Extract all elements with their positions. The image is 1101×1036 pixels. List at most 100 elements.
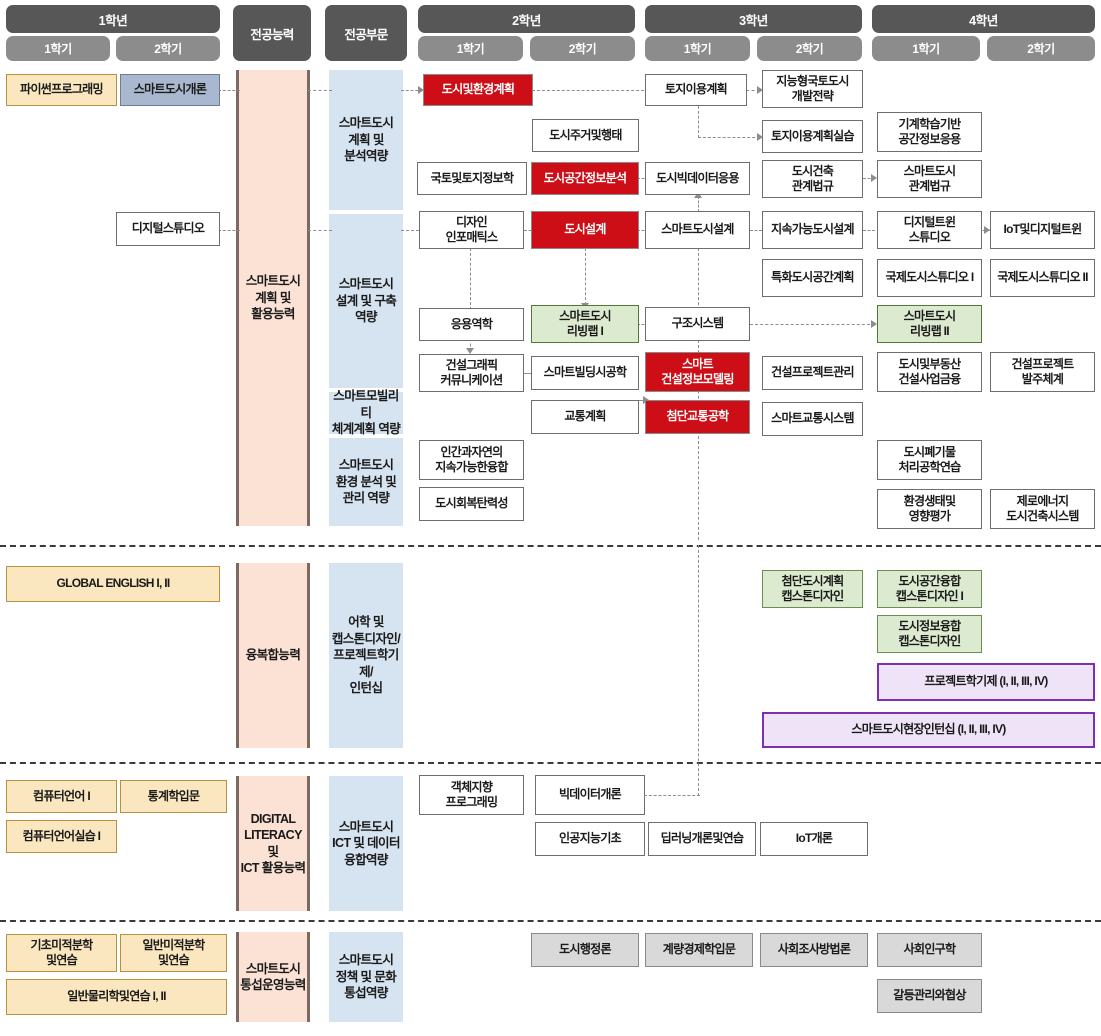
course-deep-learning-intro-practice[interactable]: 딥러닝개론및연습 (648, 822, 756, 856)
course-smart-building-construction[interactable]: 스마트빌딩시공학 (531, 356, 639, 390)
course-urban-design[interactable]: 도시설계 (531, 211, 639, 249)
course-land-info-science[interactable]: 국토및토지정보학 (417, 162, 527, 195)
connector-urbandesign-to-smartdesign (637, 230, 649, 231)
connector-digitalstudio-to-ability (218, 230, 240, 231)
course-ai-basics[interactable]: 인공지능기초 (535, 822, 645, 856)
course-bigdata-intro[interactable]: 빅데이터개론 (535, 775, 645, 815)
course-international-city-studio-2[interactable]: 국제도시스튜디오 II (990, 259, 1095, 297)
course-project-semester-system[interactable]: 프로젝트학기제 (I, II, III, IV) (877, 663, 1095, 701)
course-environment-ecology-impact-assessment[interactable]: 환경생태및 영향평가 (877, 489, 982, 529)
connector-smartdesign-to-sustain (750, 230, 762, 231)
course-specialized-urban-space-planning[interactable]: 특화도시공간계획 (762, 259, 863, 297)
ability-band-convergence: 융복합능력 (236, 563, 310, 748)
connector-sustain-to-digitaltwin (863, 230, 875, 231)
course-urban-realestate-finance[interactable]: 도시및부동산 건설사업금융 (877, 352, 982, 392)
course-design-informatics[interactable]: 디자인 인포매틱스 (419, 211, 524, 249)
course-social-research-methodology[interactable]: 사회조사방법론 (760, 933, 868, 967)
connector-urbandesign-down (585, 248, 586, 310)
sector-column-header: 전공부문 (325, 5, 407, 61)
arrow-to-smartcity-law (871, 174, 877, 182)
course-basic-calculus-practice[interactable]: 기초미적분학 및연습 (6, 934, 117, 972)
course-urban-space-convergence-capstone-1[interactable]: 도시공간융합 캡스톤디자인 I (877, 570, 982, 608)
year-header-1: 1학년 (6, 5, 220, 33)
course-smart-city-living-lab-1[interactable]: 스마트도시 리빙랩 I (531, 305, 639, 343)
course-object-oriented-programming[interactable]: 객체지향 프로그래밍 (419, 775, 524, 815)
connector-designinfo-down (470, 248, 471, 310)
course-urban-waste-treatment[interactable]: 도시폐기물 처리공학연습 (877, 440, 982, 480)
sector-band-design-construction: 스마트도시 설계 및 구축 역량 (329, 214, 403, 388)
course-construction-graphics-communication[interactable]: 건설그래픽 커뮤니케이션 (419, 354, 524, 392)
connector-structure-right (750, 324, 875, 325)
sector-band-policy-culture: 스마트도시 정책 및 문화 통섭역량 (329, 932, 403, 1022)
ability-band-integrated-operation: 스마트도시 통섭운영능력 (236, 932, 310, 1022)
course-land-use-planning-practice[interactable]: 토지이용계획실습 (762, 120, 863, 153)
course-smart-city-living-lab-2[interactable]: 스마트도시 리빙랩 II (877, 305, 982, 343)
course-social-demography[interactable]: 사회인구학 (877, 933, 982, 967)
course-general-calculus-practice[interactable]: 일반미적분학 및연습 (120, 934, 227, 972)
course-urban-spatial-info-analysis[interactable]: 도시공간정보분석 (531, 162, 639, 195)
course-digital-studio[interactable]: 디지털스튜디오 (116, 212, 220, 246)
course-intro-econometrics[interactable]: 계량경제학입문 (645, 933, 753, 967)
course-computer-language-1[interactable]: 컴퓨터언어 I (6, 780, 117, 813)
course-general-physics-practice[interactable]: 일반물리학및연습 I, II (6, 979, 227, 1015)
connector-structure-down (698, 340, 699, 540)
arrow-to-landuse-practice (757, 133, 763, 141)
course-smart-city-design[interactable]: 스마트도시설계 (645, 211, 750, 249)
connector-livinglab1-to-structure (637, 324, 649, 325)
course-advanced-urban-planning-capstone[interactable]: 첨단도시계획 캡스톤디자인 (762, 570, 863, 608)
course-iot-digital-twin[interactable]: IoT및디지털트윈 (990, 211, 1095, 249)
course-sustainable-urban-design[interactable]: 지속가능도시설계 (762, 211, 863, 249)
course-intro-statistics[interactable]: 통계학입문 (120, 780, 227, 813)
sector-band-language-capstone: 어학 및 캡스톤디자인/ 프로젝트학기제/ 인턴십 (329, 563, 403, 748)
course-urban-administration[interactable]: 도시행정론 (531, 933, 639, 967)
course-urban-environment-planning[interactable]: 도시및환경계획 (423, 74, 533, 106)
semester-header-2-2: 2학기 (530, 36, 635, 61)
sector-band-planning-analysis: 스마트도시 계획 및 분석역량 (329, 70, 403, 210)
course-transportation-planning[interactable]: 교통계획 (531, 400, 639, 434)
course-smart-construction-bim[interactable]: 스마트 건설정보모델링 (645, 352, 750, 392)
section-separator-1 (0, 545, 1101, 547)
ability-column-header: 전공능력 (233, 5, 311, 61)
course-construction-project-management[interactable]: 건설프로젝트관리 (762, 356, 863, 390)
course-conflict-management-negotiation[interactable]: 갈등관리와협상 (877, 979, 982, 1013)
connector-landuse-to-devstrategy (746, 90, 760, 91)
course-global-english[interactable]: GLOBAL ENGLISH I, II (6, 566, 220, 602)
course-urban-resilience[interactable]: 도시회복탄력성 (419, 487, 524, 521)
course-iot-intro[interactable]: IoT개론 (760, 822, 868, 856)
course-land-use-planning[interactable]: 토지이용계획 (645, 74, 747, 106)
course-intelligent-land-dev-strategy[interactable]: 지능형국토도시 개발전략 (762, 70, 863, 108)
course-python-programming[interactable]: 파이썬프로그래밍 (6, 74, 117, 106)
course-smart-city-intro[interactable]: 스마트도시개론 (120, 74, 220, 106)
course-international-city-studio-1[interactable]: 국제도시스튜디오 I (877, 259, 982, 297)
course-advanced-transportation-engineering[interactable]: 첨단교통공학 (645, 400, 750, 434)
course-zero-energy-city-building-system[interactable]: 제로에너지 도시건축시스템 (990, 489, 1095, 529)
course-urban-architecture-law[interactable]: 도시건축 관계법규 (762, 160, 863, 198)
course-urban-info-convergence-capstone[interactable]: 도시정보융합 캡스톤디자인 (877, 615, 982, 653)
arrow-to-construction-graphics (466, 348, 474, 354)
course-smart-city-law[interactable]: 스마트도시 관계법규 (877, 160, 982, 198)
course-smart-transport-system[interactable]: 스마트교통시스템 (762, 402, 863, 436)
connector-mechanics-down (470, 338, 471, 352)
course-construction-project-ordering[interactable]: 건설프로젝트 발주체계 (990, 352, 1095, 392)
ability-band-digital-literacy: DIGITAL LITERACY 및 ICT 활용능력 (236, 776, 310, 911)
course-computer-language-practice-1[interactable]: 컴퓨터언어실습 I (6, 820, 117, 853)
year-header-2: 2학년 (418, 5, 635, 33)
semester-header-3-1: 1학기 (645, 36, 750, 61)
course-ml-spatial-info[interactable]: 기계학습기반 공간정보응용 (877, 112, 982, 152)
course-structural-systems[interactable]: 구조시스템 (645, 307, 750, 341)
semester-header-1-2: 2학기 (116, 36, 220, 61)
course-digital-twin-studio[interactable]: 디지털트윈 스튜디오 (877, 211, 982, 249)
ability-band-smart-city-planning: 스마트도시 계획 및 활용능력 (236, 70, 310, 526)
course-urban-housing-behavior[interactable]: 도시주거및행태 (532, 119, 639, 152)
course-smart-city-field-internship[interactable]: 스마트도시현장인턴십 (I, II, III, IV) (762, 712, 1095, 748)
connector-designinfo-to-urbandesign (524, 230, 536, 231)
connector-bigdata-to-right (644, 795, 700, 796)
connector-urbanenv-to-landuse (532, 90, 649, 91)
connector-spatialinfo-to-bigdata (637, 178, 649, 179)
course-human-nature-sustainable-convergence[interactable]: 인간과자연의 지속가능한융합 (419, 440, 524, 480)
course-applied-mechanics[interactable]: 응용역학 (419, 308, 524, 341)
connector-bigdata-up (698, 196, 699, 212)
course-urban-bigdata-application[interactable]: 도시빅데이터응용 (645, 162, 750, 195)
arrow-up-to-bigdata (694, 192, 702, 198)
semester-header-1-1: 1학기 (6, 36, 110, 61)
